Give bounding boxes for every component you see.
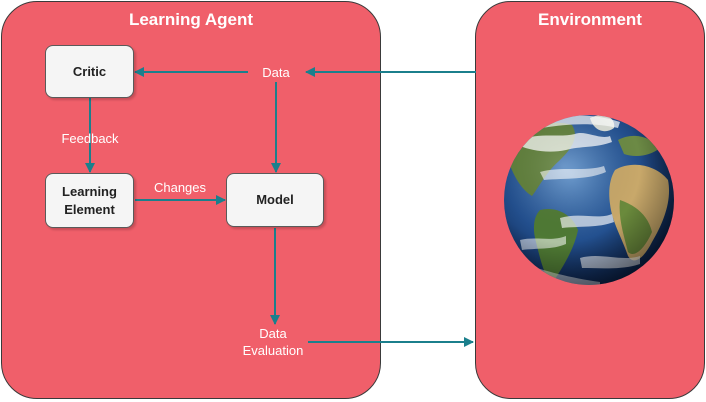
changes-label: Changes — [153, 180, 207, 195]
feedback-label: Feedback — [61, 131, 119, 146]
learning-element-node: Learning Element — [45, 173, 134, 228]
critic-label: Critic — [72, 63, 107, 79]
learning-agent-title: Learning Agent — [128, 10, 254, 29]
model-node: Model — [226, 173, 324, 227]
learning-element-label: Learning Element — [62, 183, 117, 217]
data-label: Data — [262, 65, 290, 80]
critic-node: Critic — [45, 45, 134, 98]
model-label: Model — [256, 192, 294, 207]
data-evaluation-label: Data Evaluation — [242, 326, 304, 358]
environment-title: Environment — [538, 10, 642, 29]
